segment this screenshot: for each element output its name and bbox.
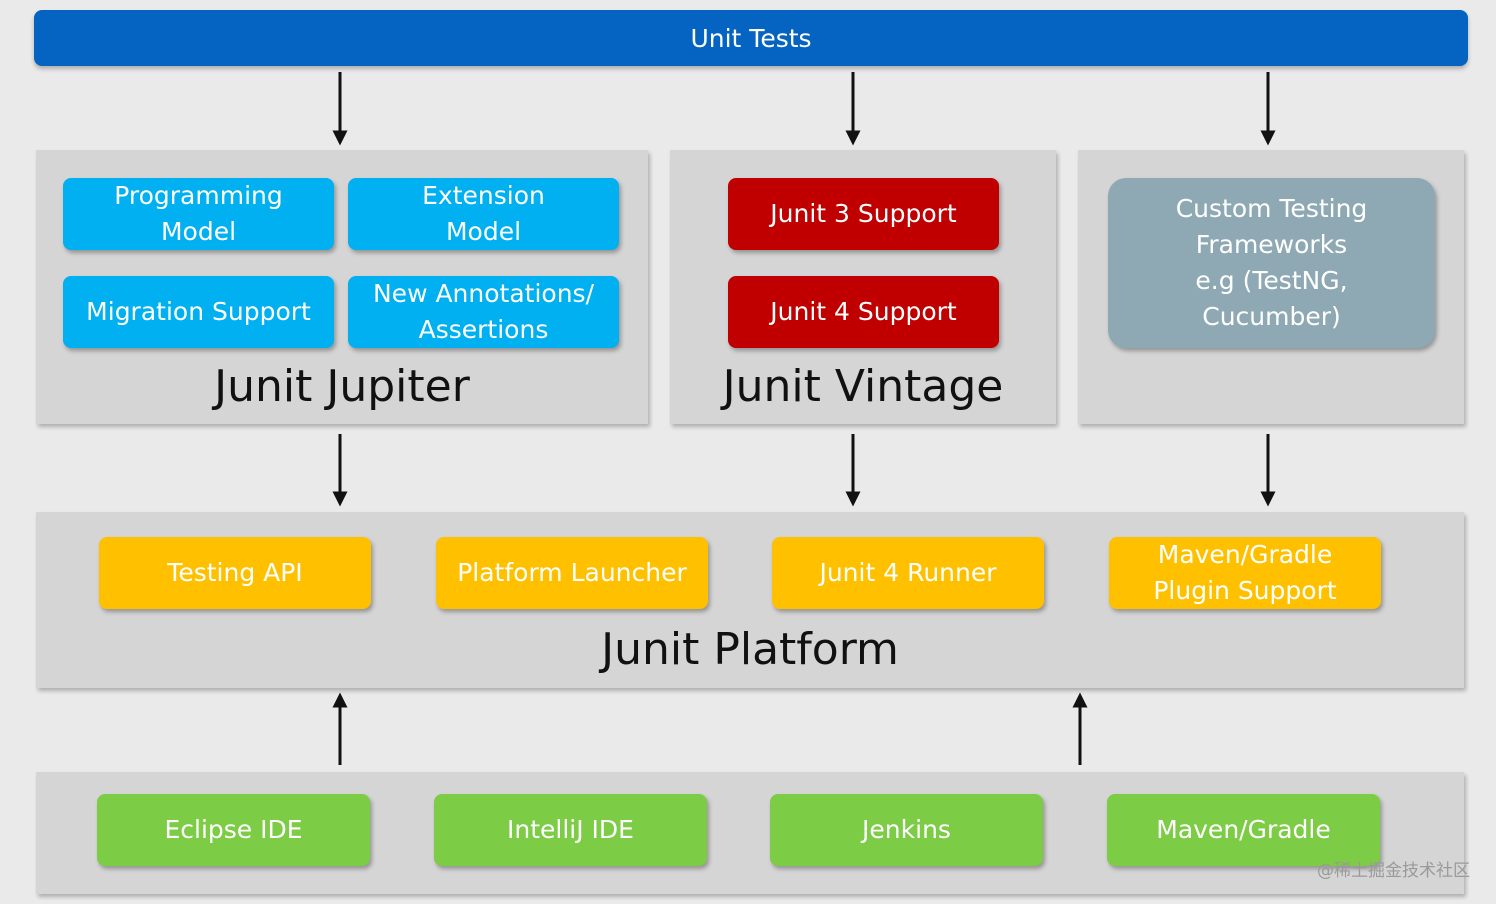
custom-frameworks-box: Custom Testing Frameworks e.g (TestNG, C…	[1108, 178, 1435, 348]
maven-gradle-plugin-box: Maven/Gradle Plugin Support	[1109, 537, 1381, 609]
maven-gradle-box: Maven/Gradle	[1107, 794, 1380, 866]
platform-label: Junit Platform	[601, 623, 899, 675]
jupiter-label: Junit Jupiter	[214, 360, 470, 412]
unit-tests-bar: Unit Tests	[34, 10, 1468, 66]
watermark: @稀土掘金技术社区	[1317, 861, 1470, 881]
junit3-support-box: Junit 3 Support	[728, 178, 999, 250]
junit4-support-box: Junit 4 Support	[728, 276, 999, 348]
jenkins-box: Jenkins	[770, 794, 1043, 866]
platform-launcher-box: Platform Launcher	[436, 537, 708, 609]
migration-support-box: Migration Support	[63, 276, 334, 348]
new-annotations-box: New Annotations/ Assertions	[348, 276, 619, 348]
intellij-ide-box: IntelliJ IDE	[434, 794, 707, 866]
eclipse-ide-box: Eclipse IDE	[97, 794, 370, 866]
extension-model-box: Extension Model	[348, 178, 619, 250]
programming-model-box: Programming Model	[63, 178, 334, 250]
vintage-label: Junit Vintage	[722, 360, 1004, 412]
junit4-runner-box: Junit 4 Runner	[772, 537, 1044, 609]
testing-api-box: Testing API	[99, 537, 371, 609]
